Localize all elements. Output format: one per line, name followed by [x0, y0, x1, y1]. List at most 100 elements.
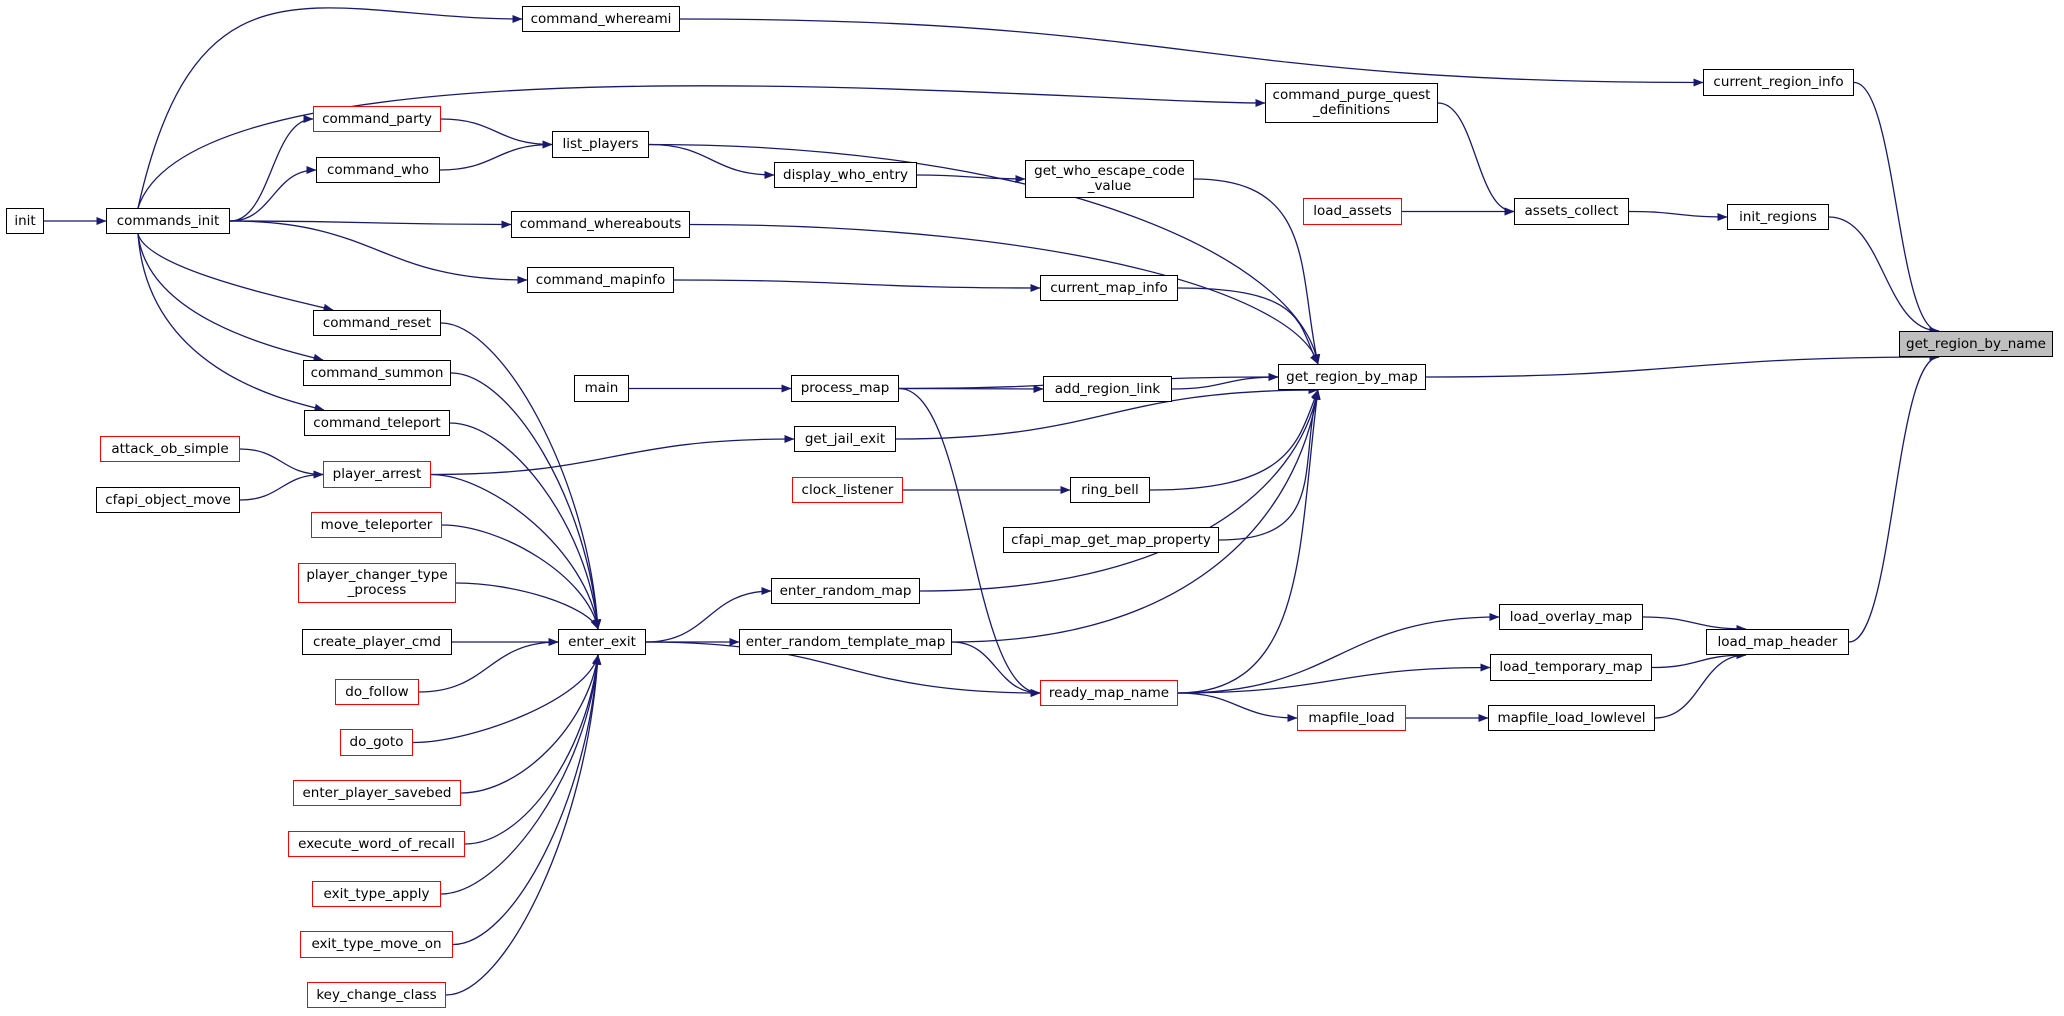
node-do-follow[interactable]: do_follow — [335, 679, 419, 705]
edge-load-temporary-map-to-load-map-header — [1651, 651, 1747, 669]
edge-display-who-entry-to-get-who-escape-code-value — [916, 174, 1026, 183]
edge-get-who-escape-code-value-to-get-region-by-map — [1193, 178, 1320, 365]
edge-enter-exit-to-ready-map-name — [645, 641, 1041, 697]
node-enter-exit[interactable]: enter_exit — [558, 629, 646, 655]
edge-process-map-to-ready-map-name — [898, 387, 1041, 697]
node-command-whereabouts[interactable]: command_whereabouts — [511, 211, 690, 238]
node-mapfile-load[interactable]: mapfile_load — [1297, 705, 1406, 731]
edge-player-changer-type-process-to-enter-exit — [455, 582, 599, 630]
edge-commands-init-to-command-whereabouts — [229, 220, 512, 229]
node-get-region-by-map[interactable]: get_region_by_map — [1278, 364, 1426, 390]
node-commands-init[interactable]: commands_init — [106, 208, 230, 234]
node-assets-collect[interactable]: assets_collect — [1514, 198, 1629, 225]
edge-player-arrest-to-enter-exit — [430, 473, 601, 630]
node-do-goto[interactable]: do_goto — [340, 729, 413, 756]
node-move-teleporter[interactable]: move_teleporter — [311, 512, 442, 538]
edge-commands-init-to-command-party — [229, 115, 314, 222]
edge-cfapi-map-get-map-property-to-get-region-by-map — [1218, 389, 1320, 541]
node-command-teleport[interactable]: command_teleport — [304, 410, 450, 436]
node-command-mapinfo[interactable]: command_mapinfo — [527, 267, 674, 293]
edge-command-whereami-to-current-region-info — [679, 18, 1704, 87]
edge-list-players-to-display-who-entry — [648, 143, 775, 179]
node-key-change-class[interactable]: key_change_class — [307, 982, 446, 1008]
edge-ready-map-name-to-load-temporary-map — [1177, 663, 1491, 694]
node-load-assets[interactable]: load_assets — [1303, 198, 1402, 225]
node-load-temporary-map[interactable]: load_temporary_map — [1490, 654, 1652, 681]
node-load-overlay-map[interactable]: load_overlay_map — [1499, 604, 1643, 630]
edge-commands-init-to-command-whereami — [137, 7, 523, 209]
node-load-map-header[interactable]: load_map_header — [1706, 629, 1849, 655]
node-command-purge-quest-definitions[interactable]: command_purge_quest _definitions — [1265, 83, 1438, 123]
node-cfapi-map-get-map-property[interactable]: cfapi_map_get_map_property — [1003, 527, 1219, 553]
node-get-jail-exit[interactable]: get_jail_exit — [794, 426, 896, 452]
node-command-whereami[interactable]: command_whereami — [522, 6, 680, 32]
node-list-players[interactable]: list_players — [552, 131, 649, 158]
edge-command-who-to-list-players — [439, 140, 553, 171]
edge-mapfile-load-lowlevel-to-load-map-header — [1654, 651, 1747, 719]
node-process-map[interactable]: process_map — [791, 375, 899, 402]
node-player-arrest[interactable]: player_arrest — [323, 461, 431, 488]
node-ring-bell[interactable]: ring_bell — [1070, 477, 1150, 503]
edge-cfapi-object-move-to-player-arrest — [239, 470, 324, 501]
edge-add-region-link-to-get-region-by-map — [1171, 373, 1279, 390]
node-current-region-info[interactable]: current_region_info — [1703, 69, 1854, 96]
node-player-changer-type-process[interactable]: player_changer_type _process — [298, 563, 456, 603]
node-display-who-entry[interactable]: display_who_entry — [774, 162, 917, 188]
edge-enter-exit-to-enter-random-map — [645, 587, 772, 643]
node-mapfile-load-lowlevel[interactable]: mapfile_load_lowlevel — [1488, 705, 1655, 731]
edge-ready-map-name-to-load-overlay-map — [1177, 613, 1500, 694]
edge-commands-init-to-command-teleport — [137, 233, 325, 412]
edge-command-teleport-to-enter-exit — [449, 422, 602, 630]
edge-init-regions-to-get-region-by-name — [1828, 216, 1940, 335]
node-ready-map-name[interactable]: ready_map_name — [1040, 680, 1178, 706]
edge-get-jail-exit-to-get-region-by-map — [895, 386, 1319, 440]
edge-player-arrest-to-get-jail-exit — [430, 435, 795, 476]
edge-enter-random-template-map-to-ready-map-name — [951, 641, 1041, 697]
edge-commands-init-to-command-who — [229, 166, 317, 222]
edge-command-whereabouts-to-get-region-by-map — [689, 223, 1320, 365]
edge-attack-ob-simple-to-player-arrest — [239, 448, 324, 479]
node-exit-type-move-on[interactable]: exit_type_move_on — [300, 931, 453, 958]
node-main[interactable]: main — [574, 375, 629, 402]
node-attack-ob-simple[interactable]: attack_ob_simple — [100, 436, 240, 462]
edge-load-overlay-map-to-load-map-header — [1642, 616, 1747, 633]
edge-commands-init-to-command-mapinfo — [229, 220, 528, 284]
node-execute-word-of-recall[interactable]: execute_word_of_recall — [288, 831, 465, 857]
edge-commands-init-to-command-reset — [137, 233, 334, 312]
node-enter-player-savebed[interactable]: enter_player_savebed — [293, 780, 461, 806]
edge-get-region-by-map-to-get-region-by-name — [1425, 353, 1940, 378]
edge-exit-type-apply-to-enter-exit — [440, 654, 602, 895]
node-command-who[interactable]: command_who — [316, 157, 440, 183]
edge-command-party-to-list-players — [440, 118, 553, 149]
node-cfapi-object-move[interactable]: cfapi_object_move — [96, 487, 240, 513]
node-enter-random-map[interactable]: enter_random_map — [771, 578, 920, 604]
edge-current-region-info-to-get-region-by-name — [1853, 81, 1940, 335]
node-add-region-link[interactable]: add_region_link — [1043, 376, 1172, 402]
node-get-region-by-name: get_region_by_name — [1899, 331, 2053, 357]
edge-command-reset-to-enter-exit — [440, 322, 602, 630]
node-command-summon[interactable]: command_summon — [303, 360, 451, 386]
edge-ready-map-name-to-mapfile-load — [1177, 692, 1298, 722]
edge-key-change-class-to-enter-exit — [445, 654, 602, 996]
node-current-map-info[interactable]: current_map_info — [1040, 275, 1178, 301]
node-init-regions[interactable]: init_regions — [1727, 204, 1829, 230]
node-exit-type-apply[interactable]: exit_type_apply — [312, 881, 441, 907]
edge-ring-bell-to-get-region-by-map — [1149, 389, 1319, 491]
edge-move-teleporter-to-enter-exit — [441, 524, 601, 630]
edge-command-summon-to-enter-exit — [450, 372, 602, 630]
node-get-who-escape-code-value[interactable]: get_who_escape_code _value — [1025, 160, 1194, 198]
node-clock-listener[interactable]: clock_listener — [792, 477, 903, 503]
edge-load-map-header-to-get-region-by-name — [1848, 353, 1940, 643]
edge-exit-type-move-on-to-enter-exit — [452, 654, 602, 946]
node-init[interactable]: init — [6, 208, 44, 234]
node-create-player-cmd[interactable]: create_player_cmd — [302, 629, 452, 655]
edge-do-goto-to-enter-exit — [412, 654, 600, 744]
edge-current-map-info-to-get-region-by-map — [1177, 287, 1319, 365]
node-command-reset[interactable]: command_reset — [313, 310, 441, 336]
node-enter-random-template-map[interactable]: enter_random_template_map — [739, 629, 952, 655]
edge-enter-random-template-map-to-get-region-by-map — [951, 389, 1321, 643]
edge-commands-init-to-command-summon — [137, 233, 324, 362]
node-command-party[interactable]: command_party — [313, 106, 441, 132]
